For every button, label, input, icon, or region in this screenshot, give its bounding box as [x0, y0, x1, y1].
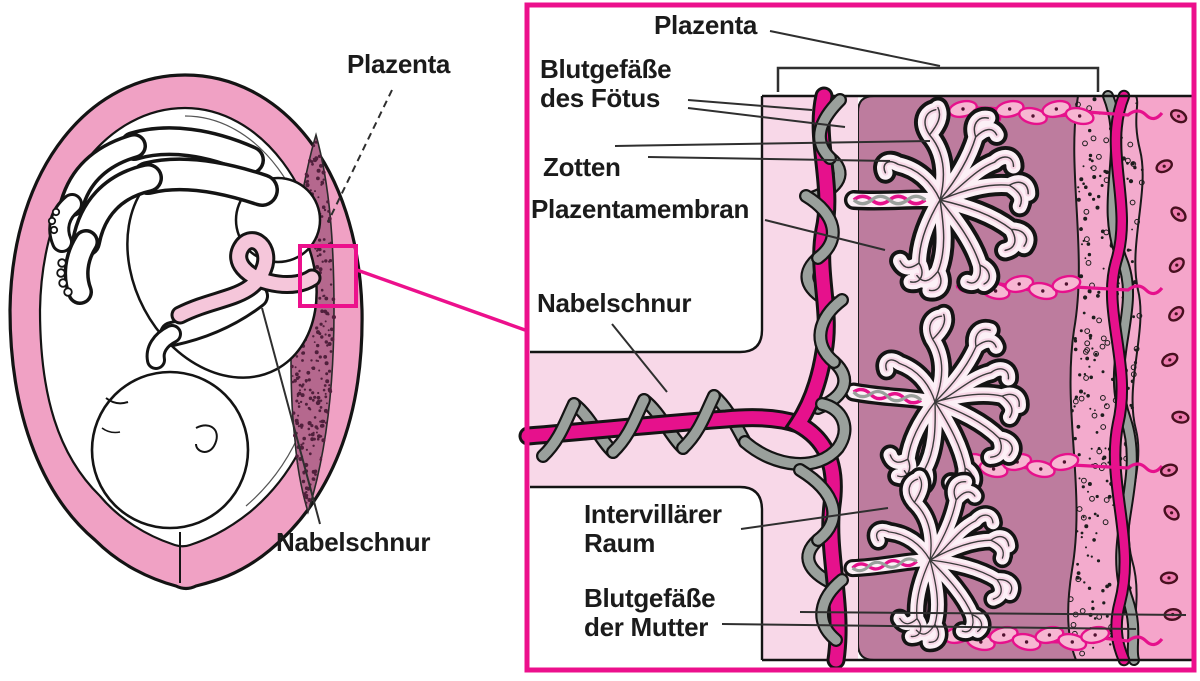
umbilical-cord-left: [170, 231, 322, 325]
umbilical-cord-vertical: [738, 86, 852, 670]
chorion-edge-bottom: [530, 485, 764, 660]
fetus-face: [101, 397, 129, 434]
fetus: [47, 126, 322, 530]
label-plazenta-left: Plazenta: [347, 49, 451, 79]
umbilical-cord-horizontal: [518, 389, 808, 463]
fetus-head: [90, 370, 250, 530]
leader-nabelschnur-left: [261, 307, 321, 525]
label-blutgefaesse-mutter: Blutgefäße der Mutter: [584, 583, 716, 643]
chorion-edge-top: [530, 96, 764, 354]
womb-overview: [8, 73, 526, 591]
magnifier-connector-line: [356, 268, 526, 332]
fetal-side-field: [530, 96, 858, 660]
label-plazenta-right: Plazenta: [654, 10, 758, 40]
leader-intervillous: [740, 507, 889, 530]
plazenta-bracket: [776, 66, 1100, 92]
label-blutgefaesse-foetus: Blutgefäße des Fötus: [540, 54, 672, 114]
leader-plazenta-left: [327, 89, 393, 223]
red-blood-cells: [1155, 109, 1190, 621]
label-nabelschnur-left: Nabelschnur: [276, 527, 431, 557]
panel-frame: [524, 2, 1197, 673]
fetus-legs: [48, 126, 279, 305]
fetus-toes: [47, 207, 73, 297]
leader-plazentamembran: [764, 219, 886, 251]
label-intervillaerer-raum: Intervillärer Raum: [584, 499, 722, 559]
leader-maternal-vessels-2: [799, 611, 1187, 616]
label-plazentamembran: Plazentamembran: [531, 194, 750, 224]
magnifier-box: [298, 244, 358, 308]
fetus-arm: [145, 283, 269, 370]
leader-zotten-1: [614, 140, 931, 147]
label-nabelschnur-right: Nabelschnur: [537, 288, 692, 318]
placenta-closeup: [518, 2, 1197, 673]
fetus-ear: [195, 424, 218, 453]
leader-fetal-vessels-2: [687, 107, 846, 128]
leader-nabelschnur-right: [611, 323, 668, 393]
label-zotten: Zotten: [543, 152, 621, 182]
leader-maternal-vessels-1: [721, 623, 1137, 630]
maternal-vessels: [1102, 89, 1140, 667]
leader-plazenta-right: [769, 30, 941, 67]
leader-zotten-2: [647, 156, 891, 162]
leader-fetal-vessels-1: [687, 99, 813, 111]
